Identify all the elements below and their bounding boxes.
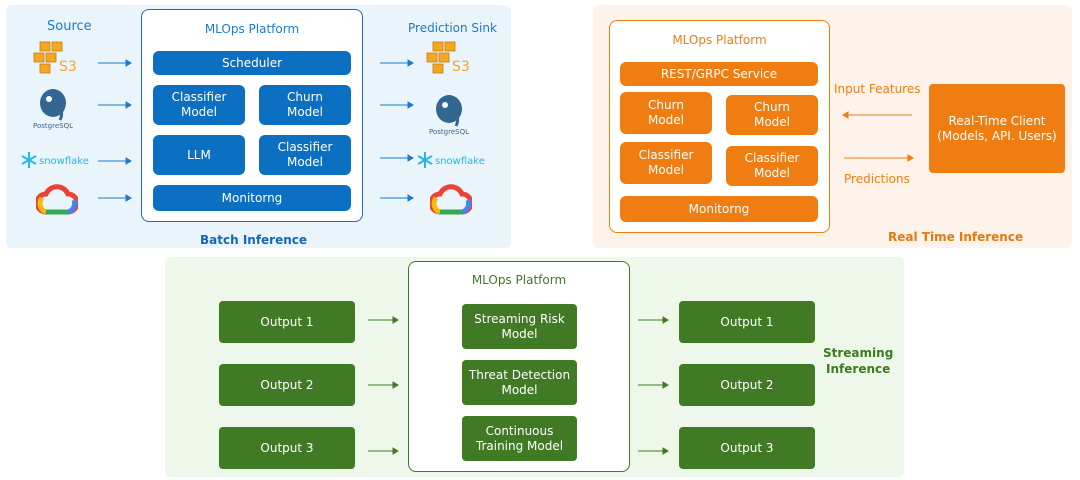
stream-output-2: Output 2 <box>679 364 815 406</box>
continuous-training-model-box: Continuous Training Model <box>462 416 577 461</box>
scheduler-box: Scheduler <box>153 51 351 75</box>
google-cloud-sink-icon <box>428 182 474 216</box>
stream-output-1: Output 1 <box>679 301 815 343</box>
stream-output-arrows <box>638 316 669 455</box>
snowflake-sink-icon: snowflake <box>416 150 491 170</box>
svg-text:PostgreSQL: PostgreSQL <box>429 128 469 136</box>
snowflake-icon: snowflake <box>20 150 95 170</box>
stream-input-2: Output 2 <box>219 364 355 406</box>
classifier-model-box-2: Classifier Model <box>259 135 351 175</box>
realtime-monitoring-box: Monitorng <box>620 196 818 222</box>
stream-input-1: Output 1 <box>219 301 355 343</box>
sink-arrows <box>380 59 414 202</box>
svg-text:PostgreSQL: PostgreSQL <box>33 122 73 130</box>
monitoring-box: Monitorng <box>153 185 351 211</box>
svg-text:snowflake: snowflake <box>39 156 89 167</box>
svg-text:S3: S3 <box>59 59 77 75</box>
postgresql-icon: PostgreSQL <box>30 86 80 132</box>
classifier-model-box-rt-1: Classifier Model <box>620 142 712 184</box>
source-label: Source <box>47 19 92 34</box>
source-arrows <box>98 59 132 202</box>
threat-detection-model-box: Threat Detection Model <box>462 360 577 405</box>
postgresql-sink-icon: PostgreSQL <box>426 92 476 138</box>
prediction-sink-label: Prediction Sink <box>408 21 497 35</box>
input-features-label: Input Features <box>834 82 921 96</box>
aws-s3-sink-icon: S3 <box>425 40 475 76</box>
churn-model-box-1: Churn Model <box>620 92 712 134</box>
input-features-arrow <box>842 111 912 119</box>
realtime-inference-caption: Real Time Inference <box>888 230 1024 244</box>
churn-model-box: Churn Model <box>259 85 351 125</box>
streaming-inference-caption: Streaming Inference <box>823 346 894 376</box>
rest-grpc-service-box: REST/GRPC Service <box>620 62 818 86</box>
stream-input-arrows <box>368 316 399 455</box>
google-cloud-icon <box>34 182 80 216</box>
batch-inference-caption: Batch Inference <box>200 233 308 247</box>
streaming-risk-model-box: Streaming Risk Model <box>462 304 577 349</box>
classifier-model-box-rt-2: Classifier Model <box>726 146 818 186</box>
predictions-label: Predictions <box>844 172 910 186</box>
realtime-client-box: Real-Time Client (Models, API. Users) <box>929 84 1065 173</box>
svg-text:snowflake: snowflake <box>435 156 485 167</box>
streaming-platform-title: MLOps Platform <box>471 273 567 287</box>
predictions-arrow <box>844 154 914 162</box>
churn-model-box-2: Churn Model <box>726 95 818 135</box>
stream-output-3: Output 3 <box>679 427 815 469</box>
aws-s3-icon: S3 S3 <box>32 40 82 76</box>
batch-platform-title: MLOps Platform <box>204 22 300 36</box>
realtime-platform-title: MLOps Platform <box>672 33 767 47</box>
classifier-model-box: Classifier Model <box>153 85 245 125</box>
svg-text:S3: S3 <box>452 59 470 75</box>
stream-input-3: Output 3 <box>219 427 355 469</box>
llm-box: LLM <box>153 135 245 175</box>
